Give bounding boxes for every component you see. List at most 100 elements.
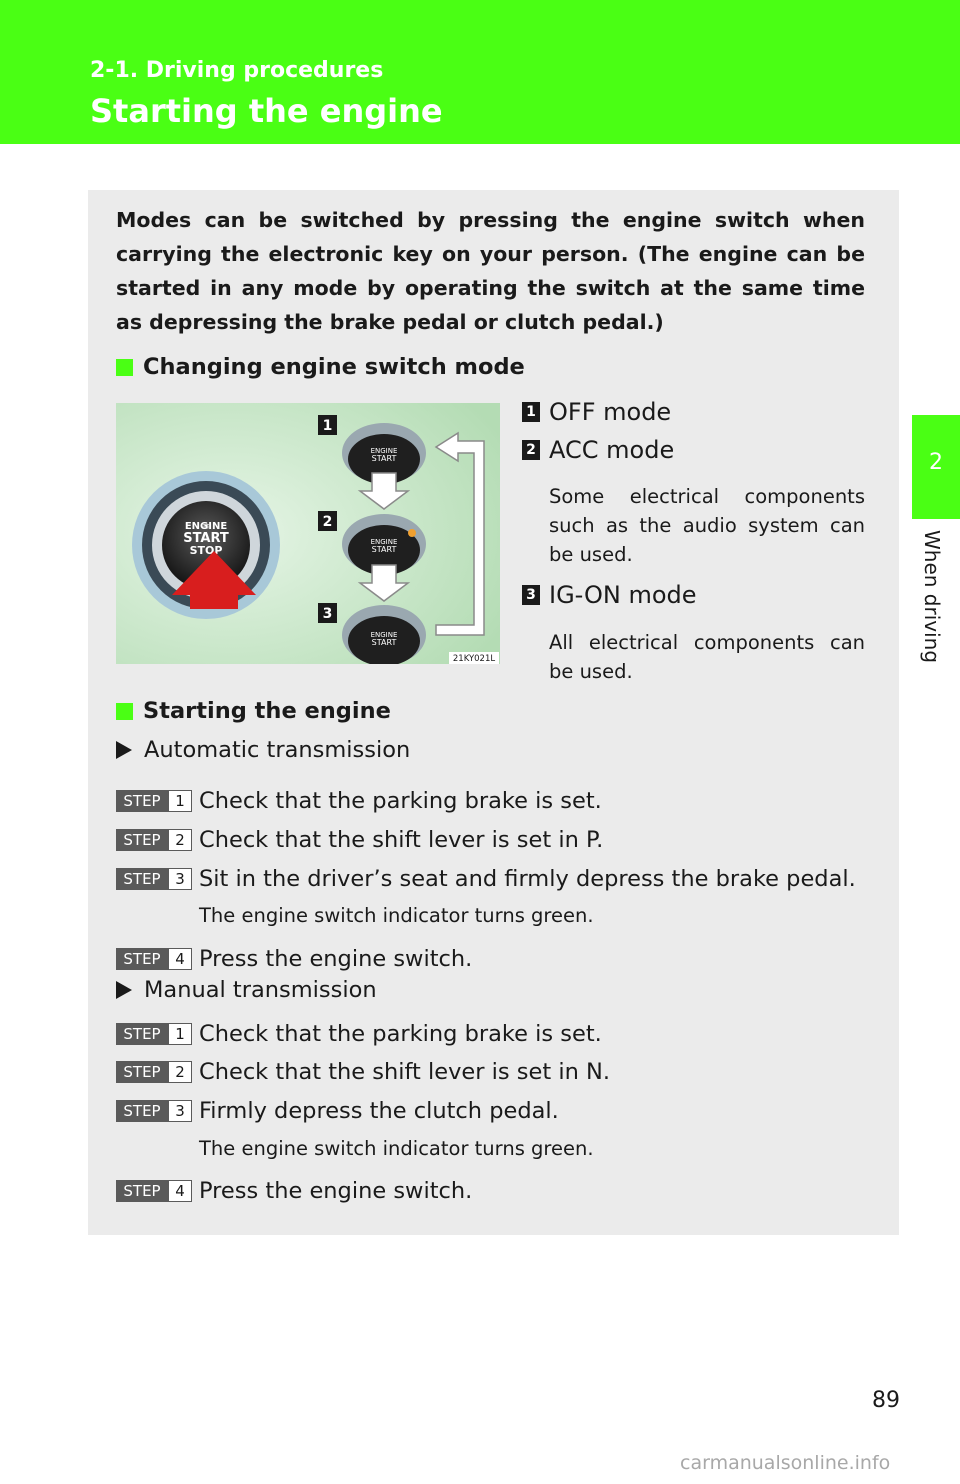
small-button-off-line-2: START: [372, 454, 397, 463]
automatic-transmission-heading: Automatic transmission: [116, 737, 410, 763]
mode-acc-description: Some electrical components such as the a…: [549, 485, 865, 566]
chapter-number: 2: [929, 450, 943, 475]
watermark: carmanualsonline.info: [680, 1452, 891, 1474]
small-button-acc-line-1: ENGINE: [371, 538, 398, 546]
automatic-transmission-title: Automatic transmission: [144, 737, 411, 763]
step-number: 2: [168, 1061, 192, 1083]
manual-step-3-note: The engine switch indicator turns green.: [199, 1137, 594, 1160]
chapter-tab: [912, 415, 960, 519]
step-text: Check that the shift lever is set in P.: [199, 827, 604, 853]
subheading-change-mode: Changing engine switch mode: [116, 354, 525, 380]
marker-3: 3: [323, 606, 333, 622]
step-word: STEP: [116, 1061, 168, 1083]
section-label: 2-1. Driving procedures: [90, 58, 384, 83]
step-number: 1: [168, 790, 192, 812]
down-arrow-icon: [357, 472, 411, 510]
step-number: 3: [168, 868, 192, 890]
subheading-starting: Starting the engine: [116, 698, 391, 724]
content-panel: [88, 190, 899, 1235]
step-word: STEP: [116, 1100, 168, 1122]
step-text: Press the engine switch.: [199, 1178, 473, 1204]
triangle-bullet-icon: [116, 981, 132, 999]
step-number: 2: [168, 829, 192, 851]
page-title: Starting the engine: [90, 92, 443, 130]
step-word: STEP: [116, 1023, 168, 1045]
mode-acc: 2 ACC mode: [522, 436, 674, 464]
step-text: Check that the parking brake is set.: [199, 1021, 602, 1047]
subheading-text: Starting the engine: [143, 698, 391, 724]
manual-transmission-title: Manual transmission: [144, 977, 377, 1003]
marker-box: [318, 603, 337, 623]
mode-number-2: 2: [522, 440, 540, 460]
step-number: 4: [168, 1180, 192, 1202]
manual-transmission-heading: Manual transmission: [116, 977, 377, 1003]
marker-box: [318, 415, 337, 435]
step-text: Firmly depress the clutch pedal.: [199, 1098, 559, 1124]
step-word: STEP: [116, 829, 168, 851]
chapter-label: When driving: [920, 530, 944, 664]
page-number: 89: [872, 1388, 900, 1413]
marker-1: 1: [323, 418, 333, 434]
down-arrow-icon: [357, 564, 411, 602]
small-switch-acc: ENGINE START: [342, 514, 426, 575]
small-button-acc-line-2: START: [372, 545, 397, 554]
triangle-bullet-icon: [116, 741, 132, 759]
marker-box: [318, 511, 337, 531]
figure-code: 21KY021L: [453, 654, 496, 664]
step-text: Sit in the driver’s seat and firmly depr…: [199, 866, 856, 892]
step-text: Press the engine switch.: [199, 946, 473, 972]
mode-number-3: 3: [522, 585, 540, 605]
header-band: [0, 0, 960, 144]
mode-off-label: OFF mode: [549, 398, 672, 426]
svg-text:≡: ≡: [202, 522, 210, 532]
engine-switch-figure: ≡ ENGINE START STOP ENGINE START ENGINE …: [116, 403, 500, 664]
engine-switch-illustration: ≡ ENGINE START STOP ENGINE START ENGINE …: [116, 403, 500, 664]
return-arrow-icon: [434, 431, 485, 636]
mode-ig-on-label: IG-ON mode: [549, 581, 697, 609]
large-button-line-1: ENGINE: [185, 521, 227, 532]
step-word: STEP: [116, 790, 168, 812]
red-press-arrow-icon: [172, 551, 256, 609]
figure-code-box: [449, 652, 499, 664]
small-button-ign-line-1: ENGINE: [371, 631, 398, 639]
step-word: STEP: [116, 1180, 168, 1202]
step-text: Check that the parking brake is set.: [199, 788, 602, 814]
small-button-ign-line-2: START: [372, 638, 397, 647]
step-word: STEP: [116, 948, 168, 970]
mode-off: 1 OFF mode: [522, 398, 671, 426]
mode-acc-label: ACC mode: [549, 436, 675, 464]
step-word: STEP: [116, 868, 168, 890]
step-text: Check that the shift lever is set in N.: [199, 1059, 610, 1085]
auto-step-3-note: The engine switch indicator turns green.: [199, 904, 594, 927]
marker-2: 2: [323, 514, 333, 530]
small-switch-ign: ENGINE START: [342, 605, 426, 664]
intro-paragraph: Modes can be switched by pressing the en…: [116, 208, 865, 334]
small-switch-off: ENGINE START: [342, 423, 426, 484]
step-number: 4: [168, 948, 192, 970]
square-bullet-icon: [116, 702, 133, 720]
mode-ig-on-description: All electrical components can be used.: [549, 631, 865, 683]
step-number: 3: [168, 1100, 192, 1122]
step-number: 1: [168, 1023, 192, 1045]
mode-number-1: 1: [522, 402, 540, 422]
mode-ig-on: 3 IG-ON mode: [522, 581, 697, 609]
small-button-off-line-1: ENGINE: [371, 447, 398, 455]
large-button-line-2: START: [183, 531, 229, 546]
square-bullet-icon: [116, 358, 133, 376]
